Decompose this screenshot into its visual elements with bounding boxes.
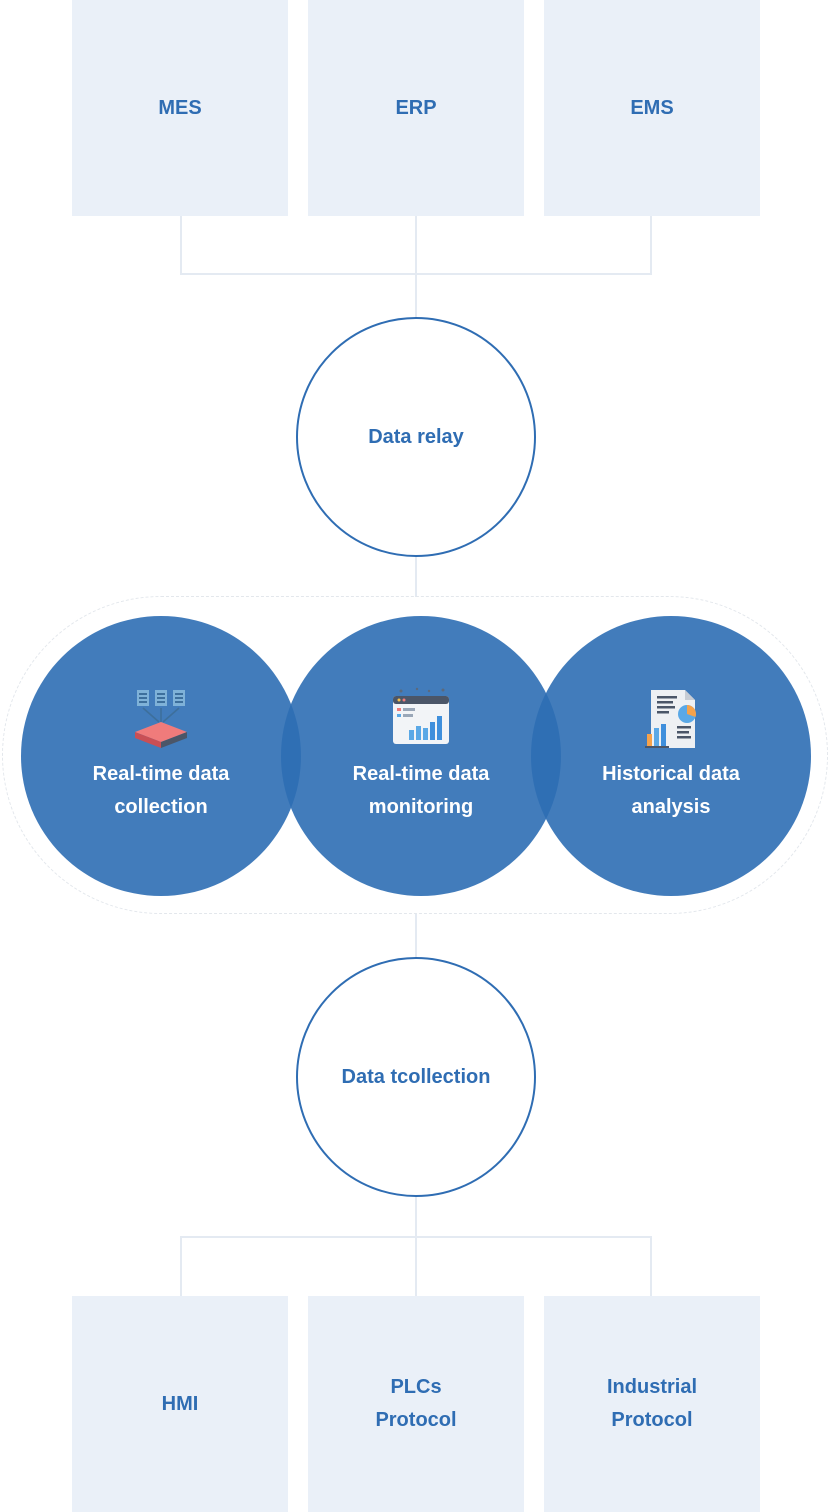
source-box-label: Industrial Protocol xyxy=(606,1376,697,1431)
source-box-label: HMI xyxy=(161,1392,199,1415)
connector-top-center xyxy=(415,216,417,318)
data-collection-node: Data tcollection xyxy=(296,957,536,1197)
connector-bottom-center xyxy=(415,1195,417,1297)
connector-bottom-right xyxy=(650,1236,652,1297)
connector-relay-to-capsule xyxy=(415,555,417,597)
data-relay-label: Data relay xyxy=(368,425,464,448)
system-box-ems: EMS xyxy=(544,0,760,216)
capability-collection: Real-time data collection xyxy=(21,616,301,896)
source-box-plcs: PLCs Protocol xyxy=(308,1296,524,1512)
monitoring-dashboard-icon xyxy=(393,687,449,744)
capability-analysis: Historical data analysis xyxy=(531,616,811,896)
capabilities-capsule-outline xyxy=(2,596,828,914)
connector-bottom-left xyxy=(180,1236,182,1297)
source-box-label: PLCs Protocol xyxy=(375,1376,457,1431)
analysis-report-icon xyxy=(645,690,697,748)
source-box-hmi: HMI xyxy=(72,1296,288,1512)
system-box-mes: MES xyxy=(72,0,288,216)
connector-top-right xyxy=(650,216,652,275)
connector-top-left xyxy=(180,216,182,275)
capability-label: Real-time data monitoring xyxy=(352,763,490,818)
data-collection-label: Data tcollection xyxy=(341,1065,491,1088)
system-box-label: ERP xyxy=(395,96,437,119)
capability-label: Historical data analysis xyxy=(602,763,740,818)
data-collection-icon xyxy=(135,690,187,748)
connector-top-horizontal xyxy=(180,273,652,275)
data-relay-node: Data relay xyxy=(296,317,536,557)
capability-disc-collection xyxy=(21,616,301,896)
capability-disc-monitoring xyxy=(281,616,561,896)
connector-capsule-to-collection xyxy=(415,914,417,958)
capability-disc-analysis xyxy=(531,616,811,896)
system-box-erp: ERP xyxy=(308,0,524,216)
capability-monitoring: Real-time data monitoring xyxy=(281,616,561,896)
connector-bottom-horizontal xyxy=(180,1236,652,1238)
system-box-label: MES xyxy=(158,96,202,119)
capability-label: Real-time data collection xyxy=(92,763,230,818)
source-box-industrial: Industrial Protocol xyxy=(544,1296,760,1512)
system-box-label: EMS xyxy=(630,96,674,119)
